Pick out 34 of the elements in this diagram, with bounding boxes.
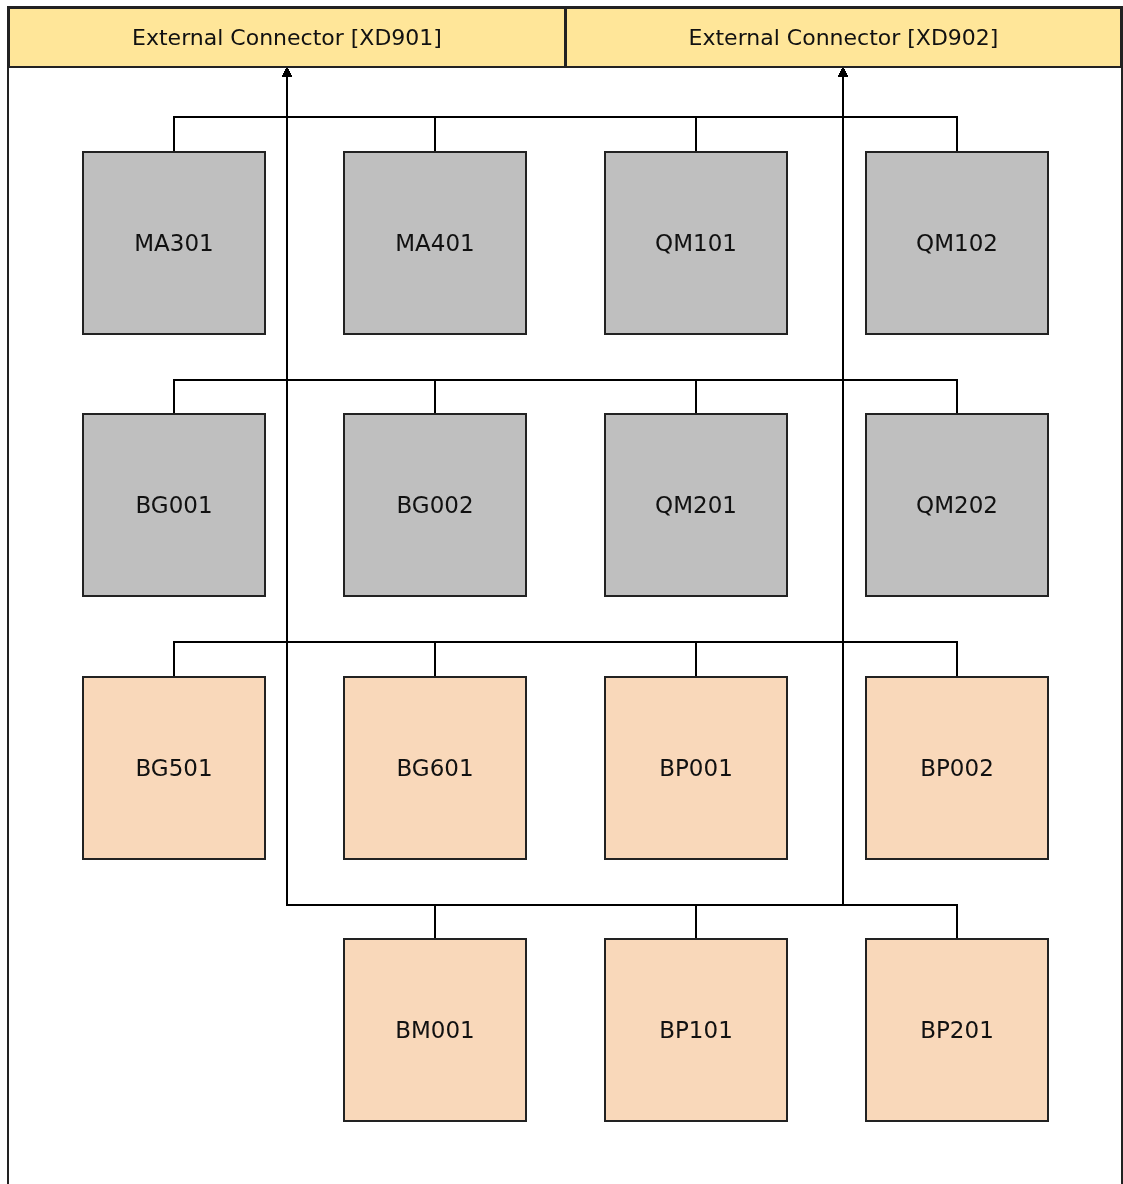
connector-header-cell: [565, 7, 1122, 68]
component-box: [82, 151, 266, 335]
component-label: BP001: [659, 755, 733, 781]
component-label: BP101: [659, 1017, 733, 1043]
component-label: BP002: [920, 755, 994, 781]
component-label: QM202: [916, 492, 998, 518]
component-box: [865, 938, 1049, 1122]
connector-header-cell: [8, 7, 566, 68]
connector-label: External Connector [XD902]: [688, 25, 999, 50]
component-label: BG501: [135, 755, 213, 781]
component-label: QM201: [655, 492, 737, 518]
connector-label: External Connector [XD901]: [132, 25, 442, 50]
component-box: [604, 151, 788, 335]
component-box: [82, 676, 266, 860]
component-box: [343, 938, 527, 1122]
component-label: BP201: [920, 1017, 994, 1043]
component-box: [604, 413, 788, 597]
component-box: [865, 151, 1049, 335]
component-box: [82, 413, 266, 597]
component-box: [343, 151, 527, 335]
component-label: BG001: [135, 492, 213, 518]
component-label: QM101: [655, 230, 737, 256]
component-label: QM102: [916, 230, 998, 256]
component-box: [865, 676, 1049, 860]
component-box: [343, 413, 527, 597]
component-label: MA301: [134, 230, 214, 256]
component-box: [343, 676, 527, 860]
component-box: [865, 413, 1049, 597]
component-label: BG002: [396, 492, 474, 518]
component-box: [604, 938, 788, 1122]
component-label: BG601: [396, 755, 474, 781]
component-label: MA401: [395, 230, 475, 256]
component-label: BM001: [395, 1017, 475, 1043]
component-box: [604, 676, 788, 860]
